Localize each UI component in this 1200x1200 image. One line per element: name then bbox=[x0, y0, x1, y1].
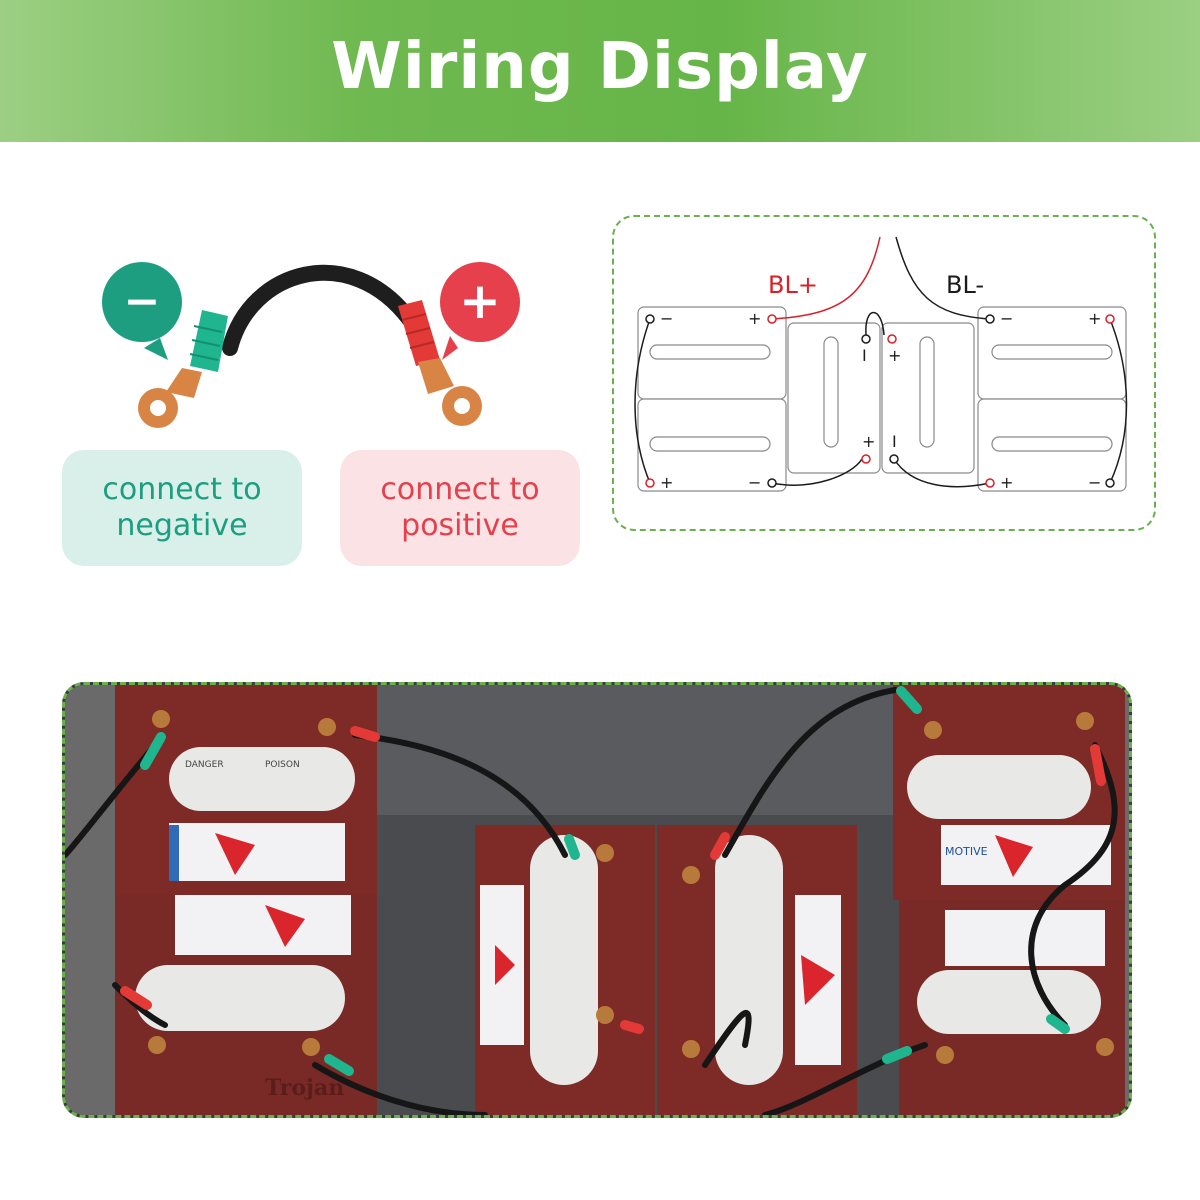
positive-label-box: connect to positive bbox=[340, 450, 580, 566]
battery-photo-frame: Trojan MOTIVE bbox=[62, 682, 1132, 1118]
motive-label: MOTIVE bbox=[945, 845, 988, 858]
svg-text:−: − bbox=[660, 309, 673, 328]
schematic-frame bbox=[612, 215, 1156, 531]
bl-plus-label: BL+ bbox=[768, 271, 818, 299]
brand-label: Trojan bbox=[265, 1075, 344, 1101]
bl-plus-lead bbox=[771, 236, 881, 320]
positive-label-line-2: positive bbox=[401, 508, 519, 543]
battery-left-bottom: Trojan bbox=[115, 895, 377, 1115]
negative-bubble-icon: − bbox=[102, 262, 182, 360]
cable-wire bbox=[222, 264, 418, 356]
wiring-schematic: BL+ BL- − + + − I + + I − + + − bbox=[634, 236, 1128, 492]
negative-sleeve bbox=[189, 310, 228, 372]
svg-text:+: + bbox=[748, 309, 761, 328]
positive-sleeve bbox=[398, 300, 440, 366]
svg-text:+: + bbox=[660, 473, 673, 492]
battery-middle-left bbox=[475, 825, 655, 1115]
negative-label-box: connect to negative bbox=[62, 450, 302, 566]
battery-bank-illustration: Trojan MOTIVE bbox=[65, 685, 1129, 1115]
battery-right-top: MOTIVE bbox=[893, 685, 1125, 900]
bl-minus-label: BL- bbox=[946, 271, 984, 299]
svg-text:+: + bbox=[1000, 473, 1013, 492]
svg-text:−: − bbox=[1088, 473, 1101, 492]
negative-symbol: − bbox=[124, 276, 161, 327]
header-banner: Wiring Display bbox=[0, 0, 1200, 142]
positive-lug bbox=[418, 358, 482, 426]
poison-text: POISON bbox=[265, 760, 300, 770]
svg-text:+: + bbox=[888, 346, 901, 365]
svg-text:+: + bbox=[862, 432, 875, 451]
svg-text:+: + bbox=[1088, 309, 1101, 328]
positive-symbol: + bbox=[459, 272, 501, 330]
negative-label-line-2: negative bbox=[116, 508, 248, 543]
svg-text:I: I bbox=[892, 432, 897, 451]
svg-text:−: − bbox=[1000, 309, 1013, 328]
positive-label-line-1: connect to bbox=[380, 472, 540, 507]
svg-text:I: I bbox=[862, 346, 867, 365]
battery-right-bottom bbox=[899, 900, 1125, 1115]
cable-illustration: − + bbox=[102, 262, 520, 428]
page-title: Wiring Display bbox=[331, 30, 869, 104]
bl-minus-lead bbox=[895, 236, 991, 320]
positive-bubble-icon: + bbox=[440, 262, 520, 360]
battery-6 bbox=[977, 398, 1127, 492]
negative-lug bbox=[138, 368, 202, 428]
battery-4 bbox=[881, 322, 975, 474]
negative-label-line-1: connect to bbox=[102, 472, 262, 507]
warning-text: DANGER bbox=[185, 760, 224, 770]
battery-3 bbox=[787, 322, 881, 474]
svg-text:−: − bbox=[748, 473, 761, 492]
